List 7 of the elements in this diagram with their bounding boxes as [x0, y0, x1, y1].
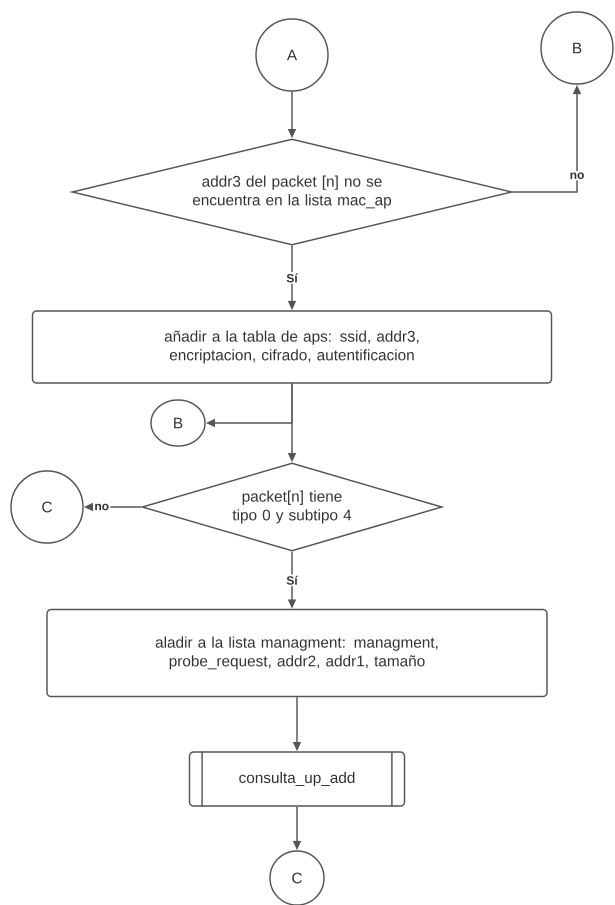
edge-label: no [570, 172, 584, 180]
edge-label: Sí [286, 576, 298, 585]
process-box: añadir a la tabla de aps: ssid, addr3, encriptacion, cifrado, autentificacion [32, 310, 552, 384]
subprocess-box: consulta_up_add [188, 751, 406, 807]
edge-label: no [95, 504, 109, 510]
process-box: aladir a la lista managment: managment, probe_request, addr2, addr1, tamaño [46, 608, 548, 698]
edge-label: Sí [286, 274, 298, 282]
